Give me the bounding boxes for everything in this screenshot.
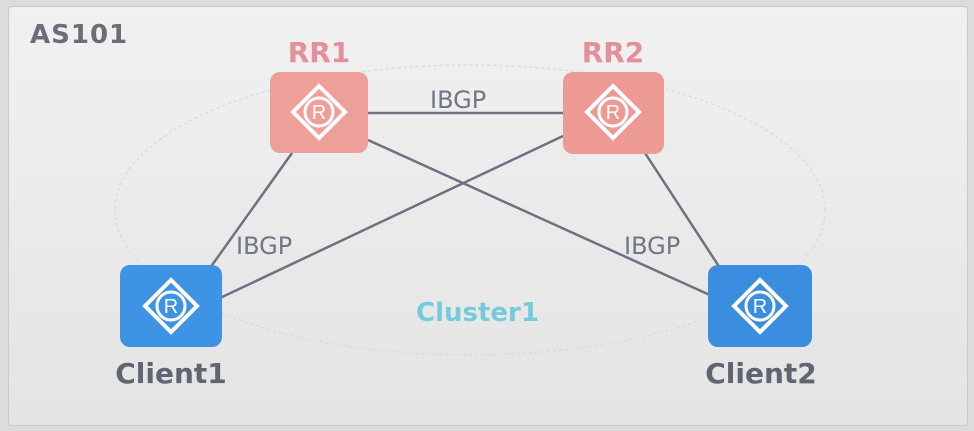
- link-rr1-client2: [367, 138, 713, 298]
- link-rr2-client1: [219, 134, 564, 300]
- router-icon: R: [290, 83, 348, 141]
- svg-text:R: R: [164, 296, 178, 318]
- cluster-boundary: [114, 64, 826, 356]
- link-label-rr1-client1: IBGP: [236, 232, 293, 260]
- svg-text:R: R: [312, 102, 326, 124]
- rr1-router: R: [270, 72, 368, 153]
- client2-label: Client2: [705, 357, 817, 390]
- link-label-rr2-client2: IBGP: [624, 232, 681, 260]
- svg-text:R: R: [753, 296, 767, 318]
- link-rr1-client1: [208, 152, 294, 269]
- as-label: AS101: [30, 20, 129, 50]
- cluster-label: Cluster1: [416, 298, 539, 328]
- rr2-label: RR2: [581, 36, 645, 69]
- client2-router: R: [708, 265, 812, 347]
- router-icon: R: [584, 83, 642, 141]
- svg-text:R: R: [606, 102, 620, 124]
- client1-router: R: [120, 265, 222, 347]
- router-icon: R: [142, 277, 200, 335]
- link-label-rr1-rr2: IBGP: [430, 86, 487, 114]
- link-rr2-client2: [643, 152, 722, 269]
- rr2-router: R: [563, 72, 664, 154]
- rr1-label: RR1: [287, 36, 351, 69]
- client1-label: Client1: [115, 357, 227, 390]
- router-icon: R: [731, 277, 789, 335]
- as-boundary: [8, 6, 968, 426]
